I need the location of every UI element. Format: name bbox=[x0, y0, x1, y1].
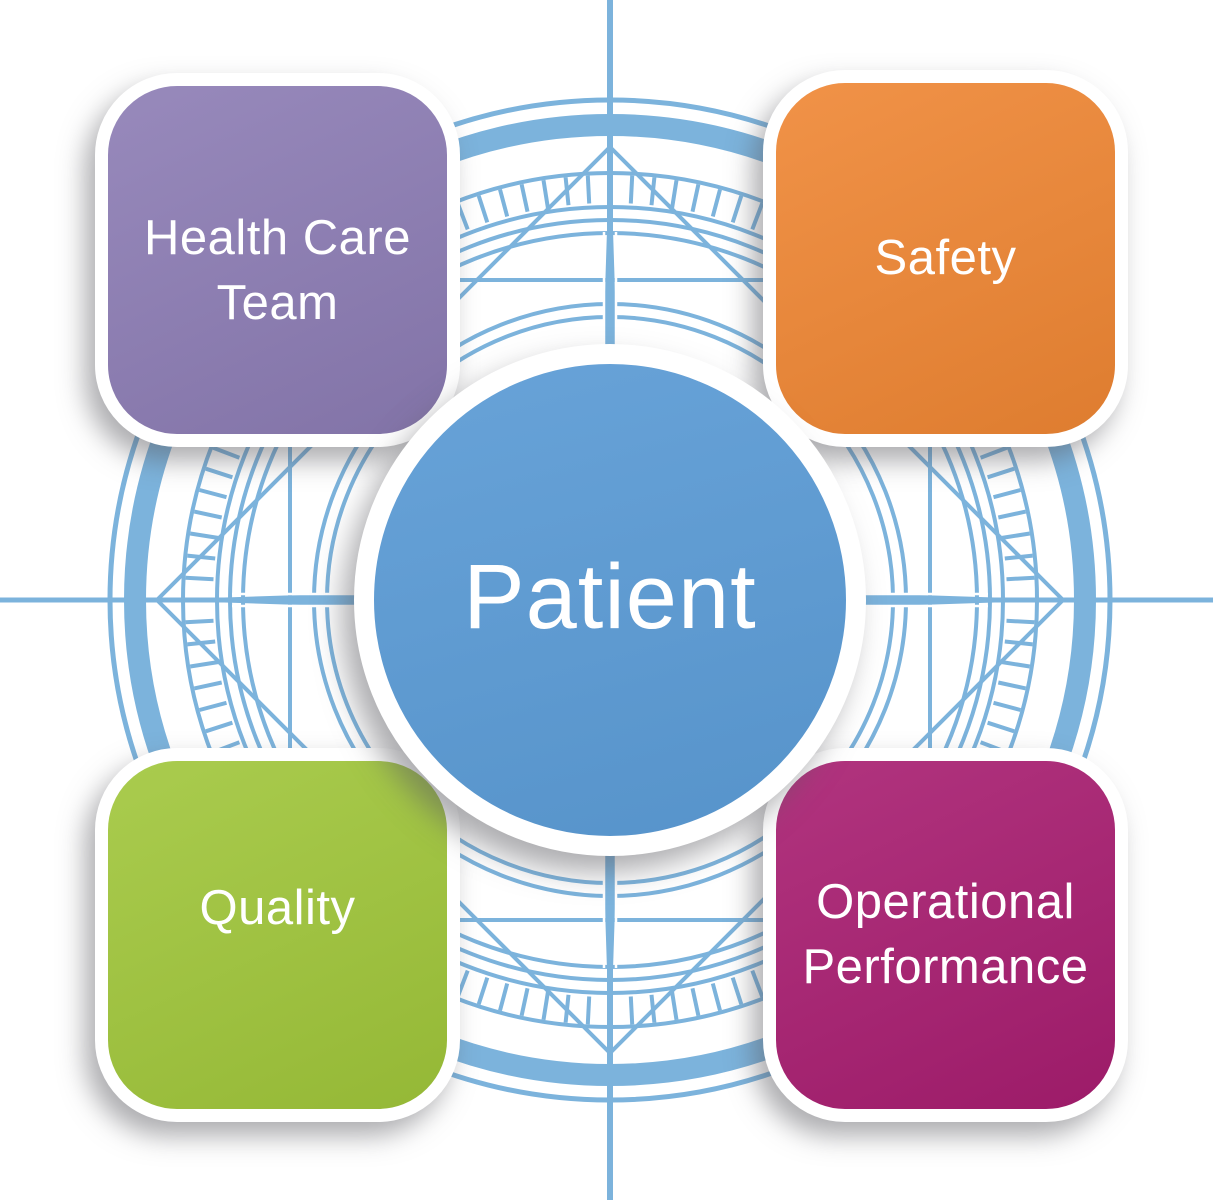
quadrant-label: Quality bbox=[199, 880, 356, 935]
compass-point-splits bbox=[232, 232, 988, 968]
quadrant-label: Safety bbox=[874, 231, 1017, 286]
quadrant-card-safety[interactable]: Safety bbox=[763, 70, 1128, 447]
center-node-label: Patient bbox=[463, 545, 757, 648]
quadrant-label: Operational Performance bbox=[802, 875, 1089, 994]
center-node-patient[interactable]: Patient bbox=[354, 344, 866, 856]
quadrant-card-operational-performance[interactable]: Operational Performance bbox=[763, 748, 1128, 1122]
quadrant-card-quality[interactable]: Quality bbox=[95, 748, 460, 1122]
quadrant-label: Health Care Team bbox=[144, 211, 411, 330]
quadrant-card-health-care-team[interactable]: Health Care Team bbox=[95, 73, 460, 447]
